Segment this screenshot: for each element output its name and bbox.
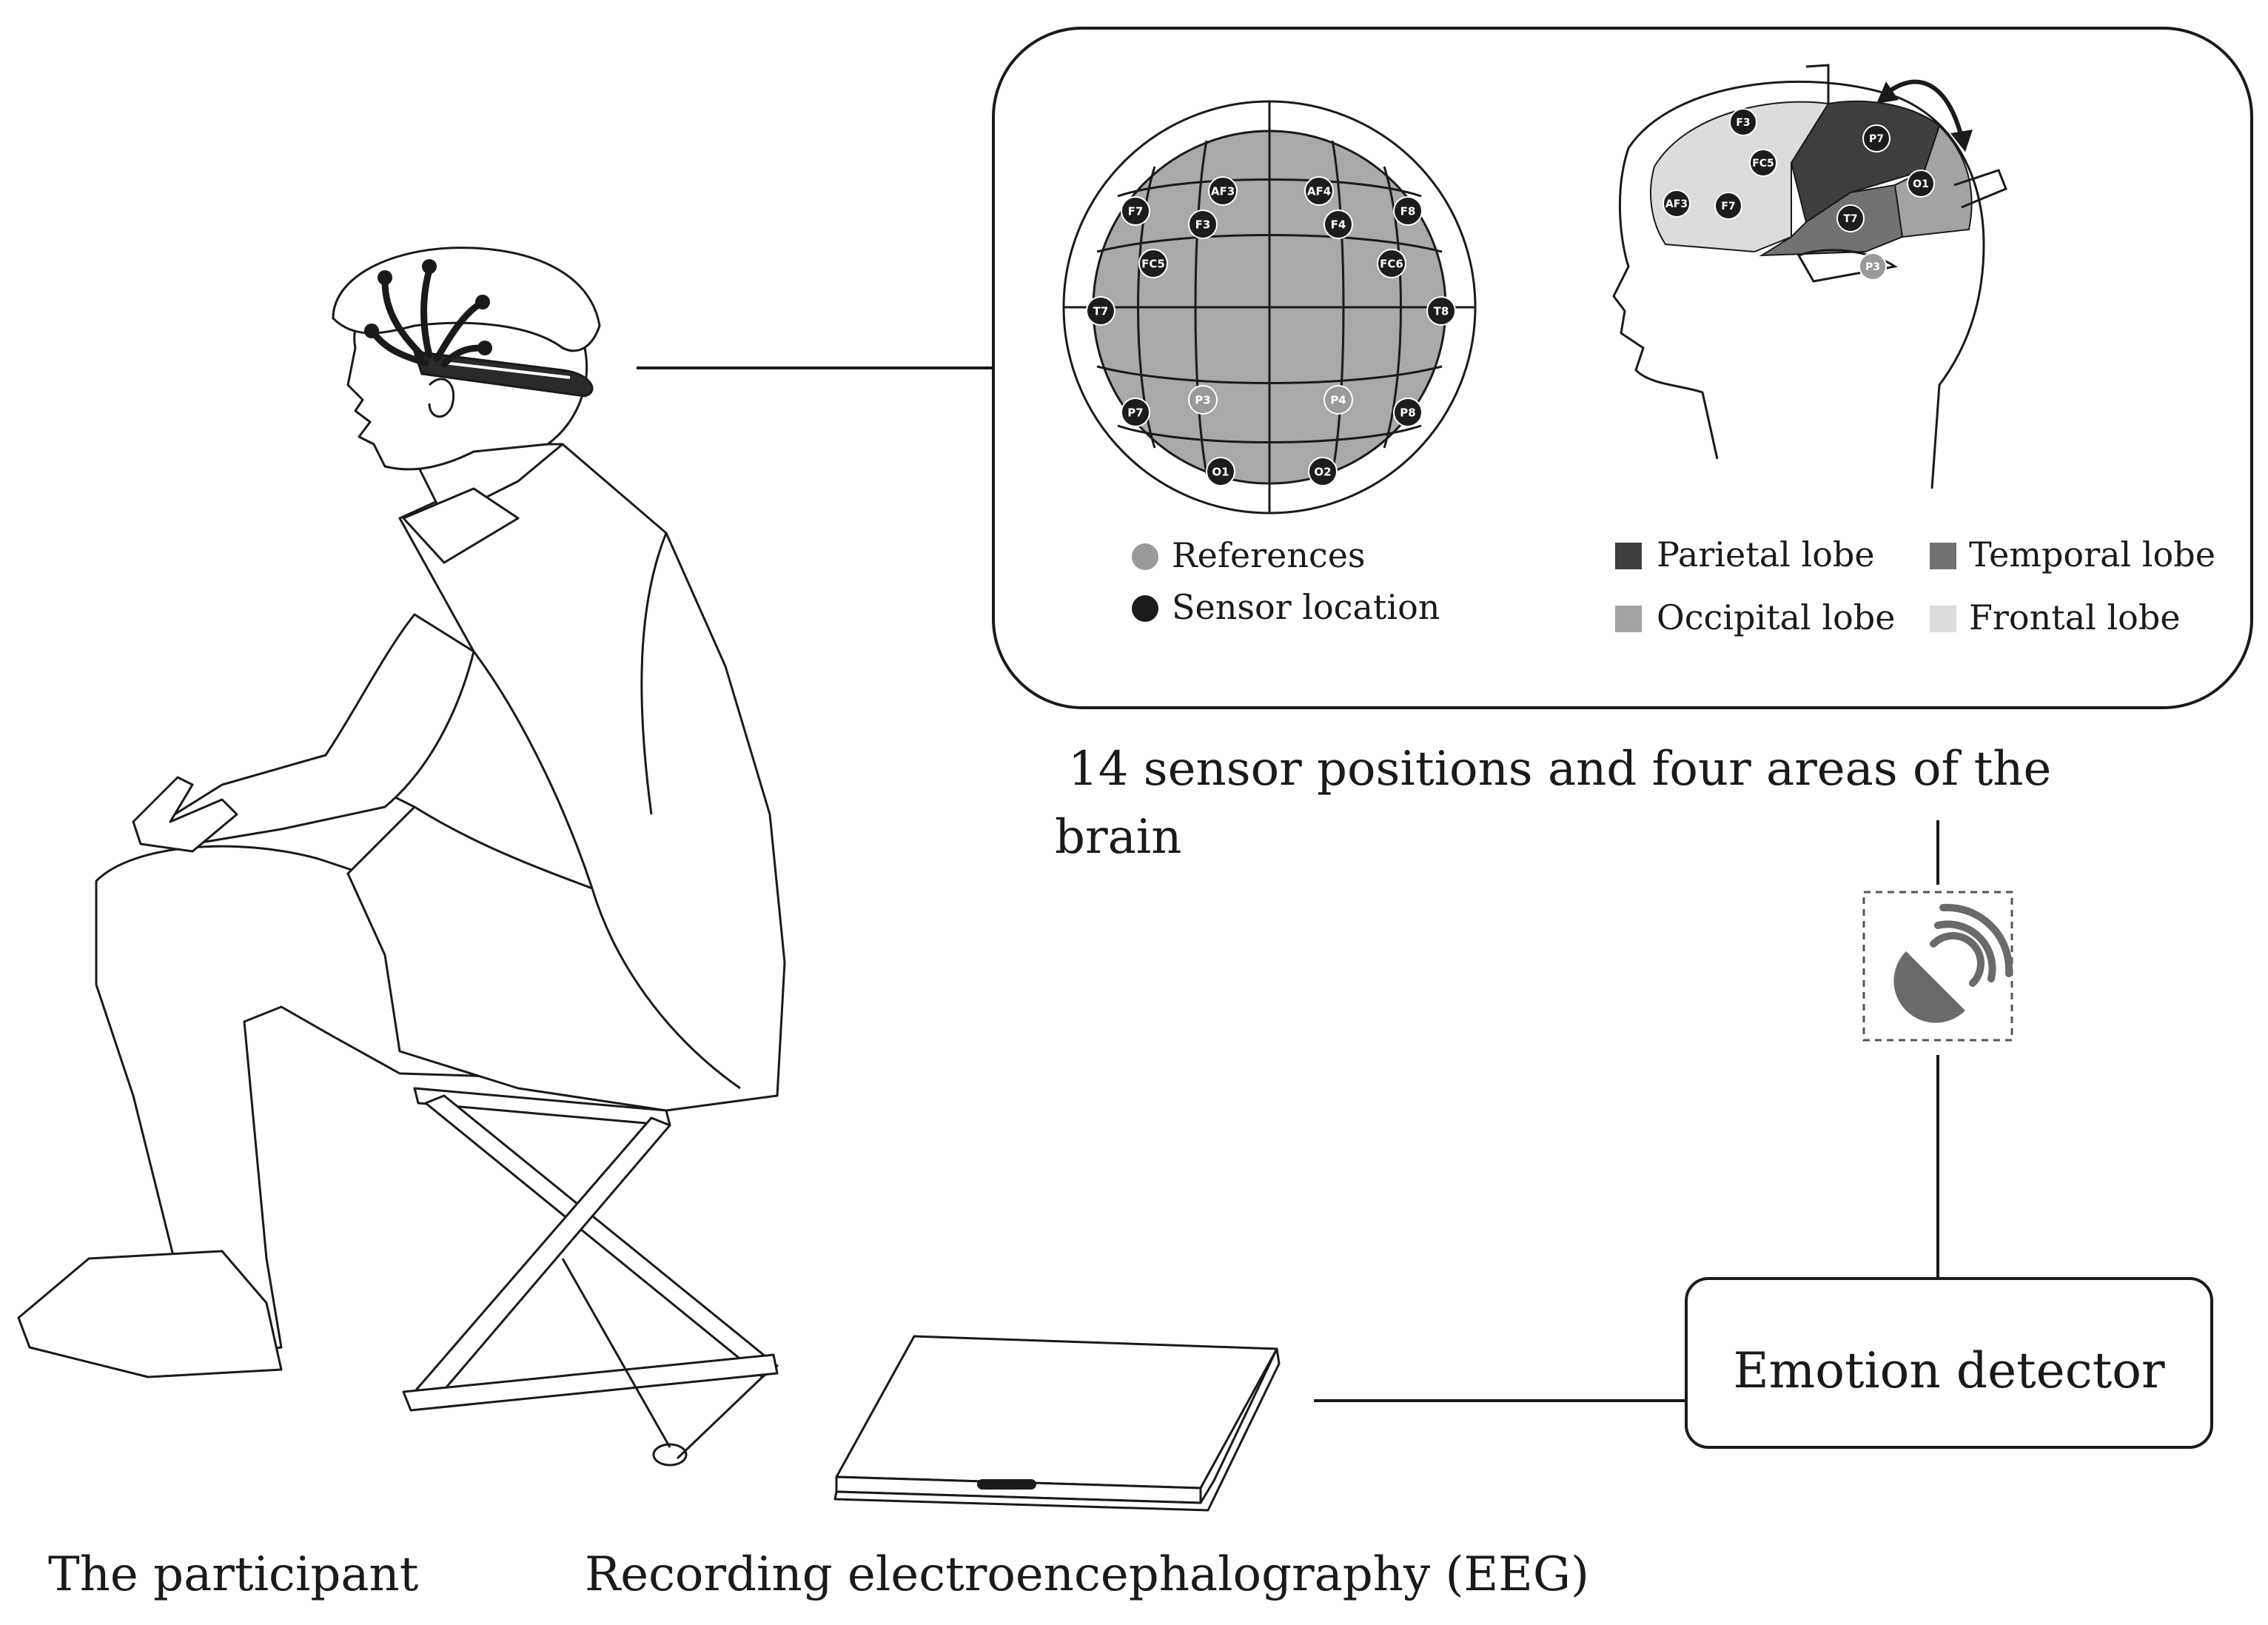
sensor-f7: F7	[1121, 196, 1150, 226]
sensor-f4: F4	[1323, 210, 1353, 239]
svg-text:P8: P8	[1400, 406, 1415, 419]
caption-participant: The participant	[48, 1547, 419, 1602]
sensor-af3: AF3	[1663, 190, 1691, 218]
svg-text:P3: P3	[1865, 261, 1880, 273]
parietal-lobe-region	[1790, 100, 1941, 224]
svg-text:AF3: AF3	[1211, 184, 1235, 198]
svg-text:AF3: AF3	[1665, 198, 1688, 210]
sensor-p3: P3	[1859, 252, 1887, 281]
svg-text:F7: F7	[1721, 201, 1735, 212]
sensor-af3: AF3	[1208, 176, 1238, 206]
legend: References Sensor location Parietal lobe…	[1132, 535, 2215, 637]
sensor-p8: P8	[1393, 398, 1423, 427]
sensor-f8: F8	[1393, 196, 1423, 226]
participant-hands	[132, 776, 238, 853]
emotion-detector-label: Emotion detector	[1733, 1342, 2164, 1399]
sensor-p7: P7	[1862, 124, 1890, 153]
sensor-fc5: FC5	[1138, 249, 1168, 278]
legend-swatch-parietal	[1615, 543, 1642, 569]
sensor-f3: F3	[1729, 108, 1757, 136]
caption-sensors-line2: brain	[1055, 810, 1181, 865]
sensor-p7: P7	[1121, 398, 1150, 427]
sensor-t7: T7	[1836, 204, 1865, 232]
svg-text:FC5: FC5	[1752, 158, 1774, 170]
sensor-o2: O2	[1308, 457, 1338, 486]
svg-text:F3: F3	[1736, 117, 1750, 129]
svg-text:T7: T7	[1093, 304, 1109, 318]
svg-text:O2: O2	[1314, 465, 1331, 478]
sensor-o1: O1	[1206, 457, 1235, 486]
svg-text:P7: P7	[1869, 133, 1884, 145]
svg-text:AF4: AF4	[1307, 184, 1331, 198]
legend-references: References	[1172, 535, 1366, 575]
legend-sensor-location: Sensor location	[1172, 587, 1440, 627]
svg-text:F8: F8	[1400, 204, 1416, 218]
svg-text:FC6: FC6	[1380, 257, 1403, 270]
svg-text:F7: F7	[1128, 204, 1144, 218]
sensor-o1: O1	[1907, 170, 1935, 198]
legend-swatch-frontal	[1930, 606, 1956, 632]
legend-parietal: Parietal lobe	[1657, 535, 1875, 574]
svg-text:P3: P3	[1195, 393, 1210, 406]
sensor-f3: F3	[1188, 210, 1218, 239]
rotation-arrow-icon	[1886, 79, 1964, 138]
legend-swatch-temporal	[1930, 543, 1956, 569]
sensor-t7: T7	[1086, 296, 1115, 326]
sensor-fc5: FC5	[1749, 149, 1777, 177]
caption-eeg: Recording electroencephalography (EEG)	[585, 1547, 1589, 1602]
participant-illustration	[17, 247, 786, 1467]
participant-shoe	[17, 1250, 283, 1378]
svg-text:P4: P4	[1330, 393, 1346, 406]
eeg-headset	[412, 350, 594, 398]
sensor-p4: P4	[1323, 385, 1353, 415]
wireless-signal-icon	[1893, 903, 2013, 1023]
caption-sensors-line1: 14 sensor positions and four areas of th…	[1068, 742, 2051, 797]
sensor-t8: T8	[1426, 296, 1456, 326]
svg-text:O1: O1	[1913, 178, 1929, 190]
wireless-box	[1862, 891, 2013, 1042]
svg-text:O1: O1	[1212, 465, 1229, 478]
svg-text:T7: T7	[1843, 213, 1857, 225]
sensor-p3: P3	[1188, 385, 1218, 415]
sensor-f7: F7	[1714, 192, 1742, 220]
legend-swatch-references	[1132, 543, 1158, 570]
legend-temporal: Temporal lobe	[1969, 535, 2215, 574]
legend-occipital: Occipital lobe	[1657, 597, 1895, 637]
svg-text:P7: P7	[1127, 406, 1143, 419]
sensor-fc6: FC6	[1377, 249, 1406, 278]
svg-text:F4: F4	[1331, 218, 1346, 231]
legend-frontal: Frontal lobe	[1969, 597, 2181, 637]
sensor-af4: AF4	[1304, 176, 1334, 206]
legend-swatch-occipital	[1615, 606, 1642, 632]
folding-stool	[402, 1087, 779, 1467]
svg-text:FC5: FC5	[1141, 257, 1165, 270]
eeg-recorder-laptop	[833, 1335, 1281, 1512]
svg-text:F3: F3	[1195, 218, 1211, 231]
emotion-detector-box	[1685, 1277, 2213, 1449]
legend-swatch-sensor	[1132, 595, 1158, 622]
svg-text:T8: T8	[1434, 304, 1449, 318]
